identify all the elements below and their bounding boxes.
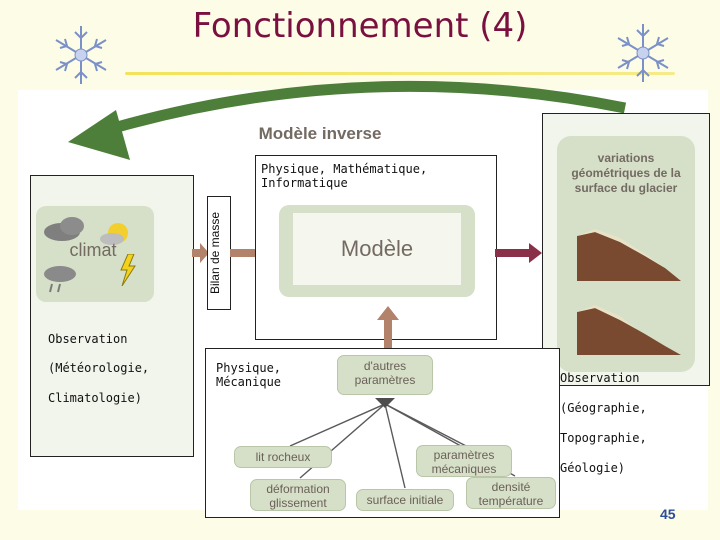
- obs-right-line1: (Géographie,: [560, 401, 647, 415]
- cloud-icon: [44, 217, 84, 241]
- model-label: Modèle: [340, 236, 414, 261]
- mass-balance-box: [207, 196, 231, 310]
- physique-math-label: Physique, Mathématique, Informatique: [261, 162, 428, 190]
- sun-icon: [100, 223, 128, 245]
- obs-right-line2: Topographie,: [560, 431, 647, 445]
- obs-left-line2: Climatologie): [48, 391, 142, 405]
- other-params-box: d'autres paramètres: [337, 355, 433, 395]
- title-underline: [125, 72, 675, 75]
- arrow-climate-bilan: [192, 243, 209, 263]
- inverse-model-label: Modèle inverse: [258, 124, 382, 143]
- param-lit-rocheux: lit rocheux: [234, 446, 332, 468]
- snowflake-icon: [617, 24, 669, 82]
- arrow-model-variations: [495, 243, 542, 263]
- param-densite: densité température: [466, 477, 556, 509]
- obs-right-line3: Géologie): [560, 461, 626, 475]
- glacier-profile-1: [577, 229, 681, 281]
- model-box-inner: [293, 213, 461, 285]
- physique-meca-label: Physique, Mécanique: [216, 361, 282, 389]
- obs-left-title: Observation: [48, 332, 128, 346]
- arrow-params-model: [377, 306, 399, 354]
- param-deformation: déformation glissement: [250, 479, 346, 511]
- param-mecaniques: paramètres mécaniques: [416, 445, 512, 477]
- cloud-icon: [44, 266, 76, 293]
- snowflake-icon: [55, 26, 107, 84]
- slide-title: Fonctionnement (4): [192, 6, 528, 46]
- obs-right-title: Observation: [560, 371, 640, 385]
- glacier-profile-2: [577, 305, 681, 355]
- obs-left-line1: (Météorologie,: [48, 361, 150, 375]
- mass-balance-label: Bilan de masse: [208, 211, 222, 295]
- param-surface-initiale: surface initiale: [356, 489, 454, 511]
- variations-label: variations géométriques de la surface du…: [571, 151, 681, 195]
- page-number: 45: [660, 506, 676, 522]
- lightning-icon: [120, 254, 136, 286]
- climate-label: climat: [69, 240, 117, 260]
